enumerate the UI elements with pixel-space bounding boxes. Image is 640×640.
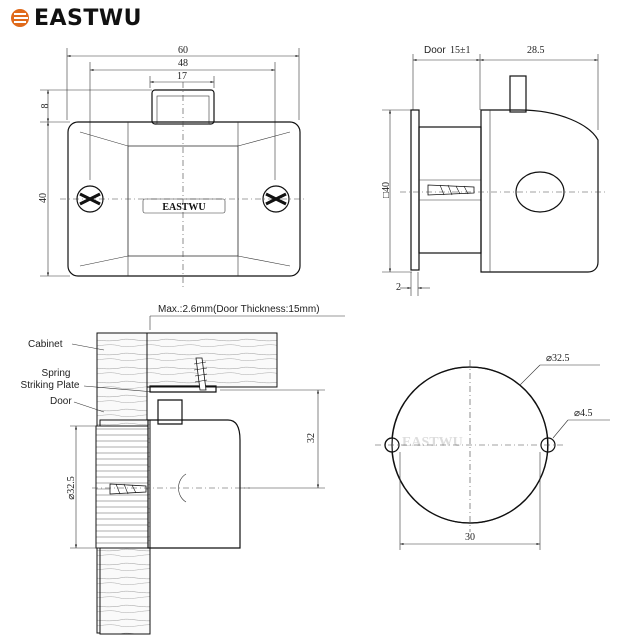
label-spring-1: Spring	[42, 368, 71, 379]
dim-button-width: 17	[177, 71, 187, 82]
dim-small-diameter: ⌀4.5	[574, 408, 593, 419]
hole-view: EASTWU ⌀32.5 ⌀4.5 30	[375, 353, 610, 550]
dim-body-depth: 28.5	[527, 45, 545, 56]
product-badge-text: EASTWU	[162, 202, 205, 213]
screw-left-icon	[76, 185, 104, 213]
dim-height: 40	[38, 193, 49, 203]
dim-offset: 32	[306, 433, 317, 443]
dim-button-height: 8	[40, 104, 51, 109]
front-view: 60 48 17 8 40	[38, 45, 306, 290]
dim-overall-width: 60	[178, 45, 188, 56]
dim-hole-width: 30	[465, 532, 475, 543]
logo-mark-icon	[11, 8, 30, 28]
screw-right-icon	[262, 185, 290, 213]
dim-door-thickness: 15±1	[450, 45, 471, 56]
dim-install-diameter: ⌀32.5	[66, 476, 77, 500]
note-max: Max.:2.6mm(Door Thickness:15mm)	[158, 304, 320, 315]
dim-square: □40	[381, 182, 392, 198]
side-button	[509, 75, 527, 113]
watermark: EASTWU	[402, 435, 463, 450]
dim-hole-spacing: 48	[178, 58, 188, 69]
brand-logo: EASTWU	[8, 5, 143, 31]
dim-flange: 2	[396, 282, 401, 293]
label-cabinet: Cabinet	[28, 339, 63, 350]
dim-hole-diameter: ⌀32.5	[546, 353, 570, 364]
side-body	[480, 109, 599, 273]
logo-text: EASTWU	[34, 5, 143, 31]
install-view: Max.:2.6mm(Door Thickness:15mm) Cabinet …	[21, 304, 345, 635]
label-door: Door	[50, 396, 72, 407]
label-spring-2: Striking Plate	[21, 380, 80, 391]
side-view: Door 15±1 28.5 □40 2	[381, 45, 605, 296]
product-badge	[142, 198, 226, 214]
dim-door-label: Door	[424, 45, 446, 56]
